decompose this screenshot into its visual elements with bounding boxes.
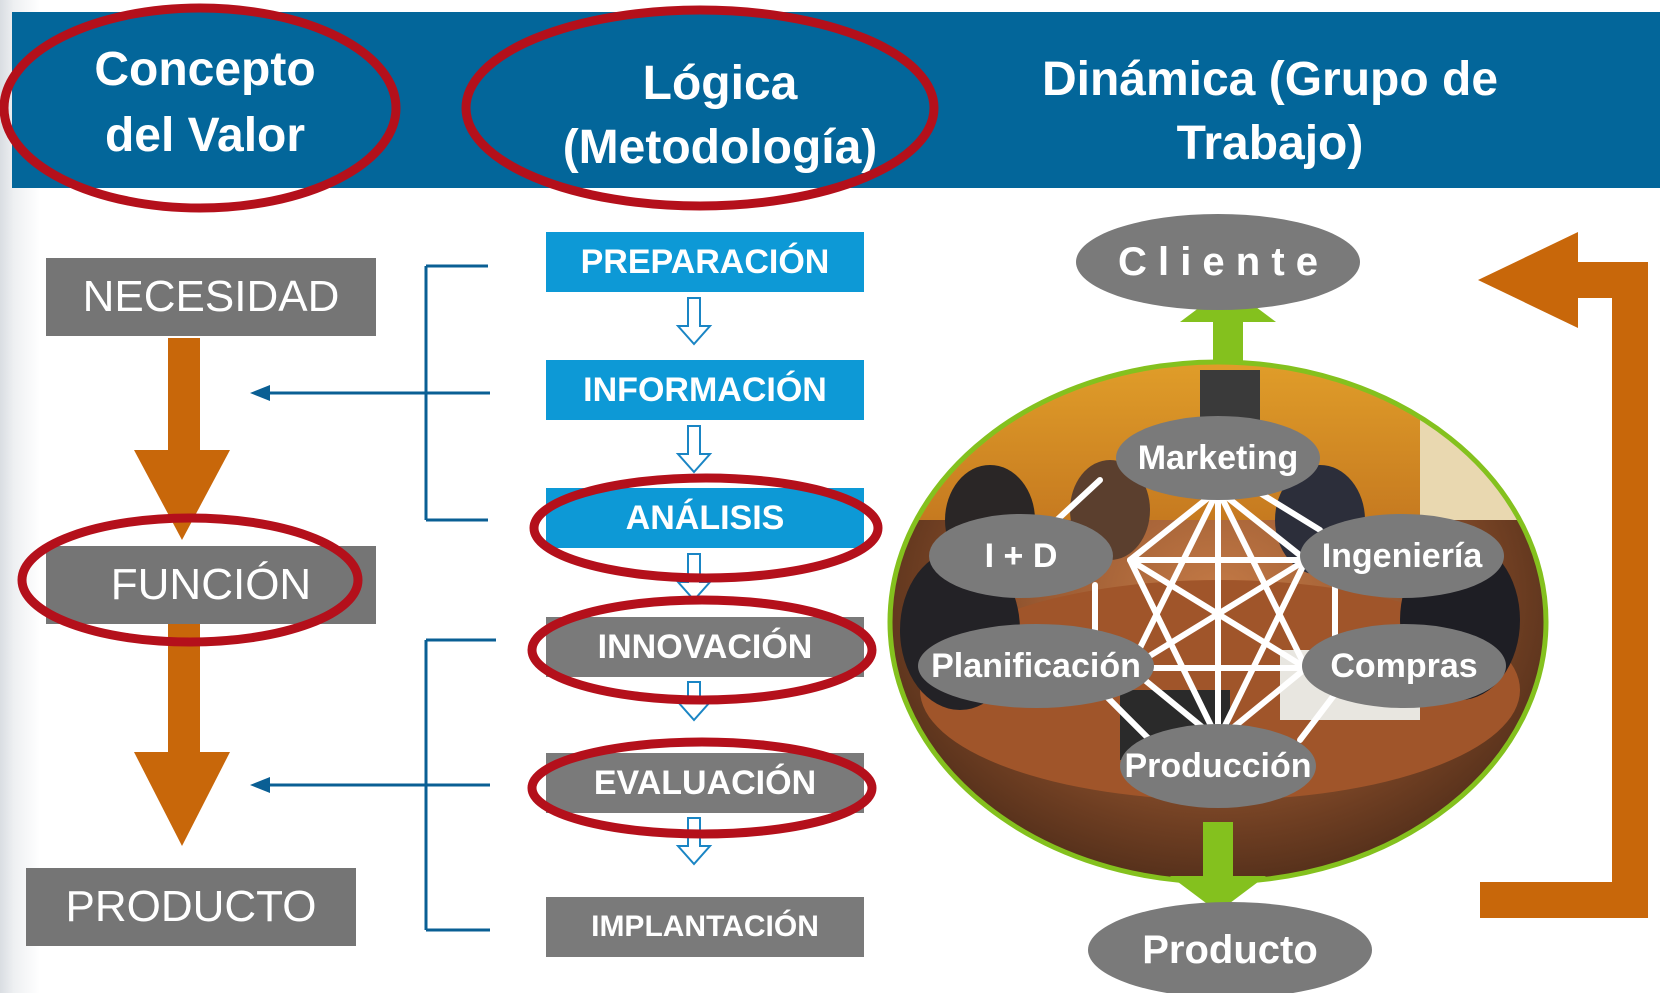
step-innovacion: INNOVACIÓN [546,617,864,677]
concept-box-producto: PRODUCTO [26,868,356,946]
label-producto: Producto [1142,928,1318,972]
header-dynamics-line1: Dinámica (Grupo de [1041,53,1499,106]
label-marketing: Marketing [1137,439,1299,477]
header-dynamics-line2: Trabajo) [1176,117,1364,170]
upper-bracket-arrow [250,385,426,401]
header-logic-line1: Lógica [642,57,798,110]
node-cliente-shape [1076,214,1360,310]
label-ingenieria: Ingeniería [1321,537,1483,575]
node-planificacion-shape [918,624,1154,708]
green-down-arrow [1170,822,1266,912]
step-preparacion: PREPARACIÓN [546,232,864,292]
label-cliente: C l i e n t e [1117,240,1319,284]
label-produccion: Producción [1124,747,1312,785]
highlight-logica [461,5,939,211]
label-compras: Compras [1330,647,1478,685]
lower-bracket-arrow [250,777,426,793]
node-producto-shape [1088,902,1372,993]
orange-feedback-arrow [1478,232,1648,918]
header-band [12,12,1660,188]
header-concept-line1: Concepto [94,43,316,96]
step-analisis: ANÁLISIS [546,488,864,548]
node-marketing-shape [1116,416,1320,500]
highlight-concepto [0,3,401,213]
concept-box-funcion: FUNCIÓN [46,546,376,624]
lower-bracket [424,638,496,932]
step-implantacion: IMPLANTACIÓN [546,897,864,957]
concept-box-necesidad: NECESIDAD [46,258,376,336]
step-evaluacion: EVALUACIÓN [546,753,864,813]
node-ingenieria-shape [1300,514,1504,598]
header-logic-line2: (Metodología) [562,121,878,174]
highlight-evaluacion [527,737,877,839]
label-id: I + D [984,537,1058,575]
highlight-innovacion [527,595,877,705]
node-id-shape [929,514,1113,598]
red-highlights [0,3,939,839]
label-planificacion: Planificación [931,647,1141,685]
highlight-funcion [17,513,363,647]
orange-down-arrow-2 [134,624,230,846]
header-concept-line2: del Valor [104,109,306,162]
orange-down-arrow-1 [134,338,230,540]
node-produccion-shape [1120,724,1316,808]
team-node-ellipses [918,214,1506,993]
step-informacion: INFORMACIÓN [546,360,864,420]
node-compras-shape [1302,624,1506,708]
upper-bracket [424,264,490,522]
highlight-analisis [529,473,883,583]
